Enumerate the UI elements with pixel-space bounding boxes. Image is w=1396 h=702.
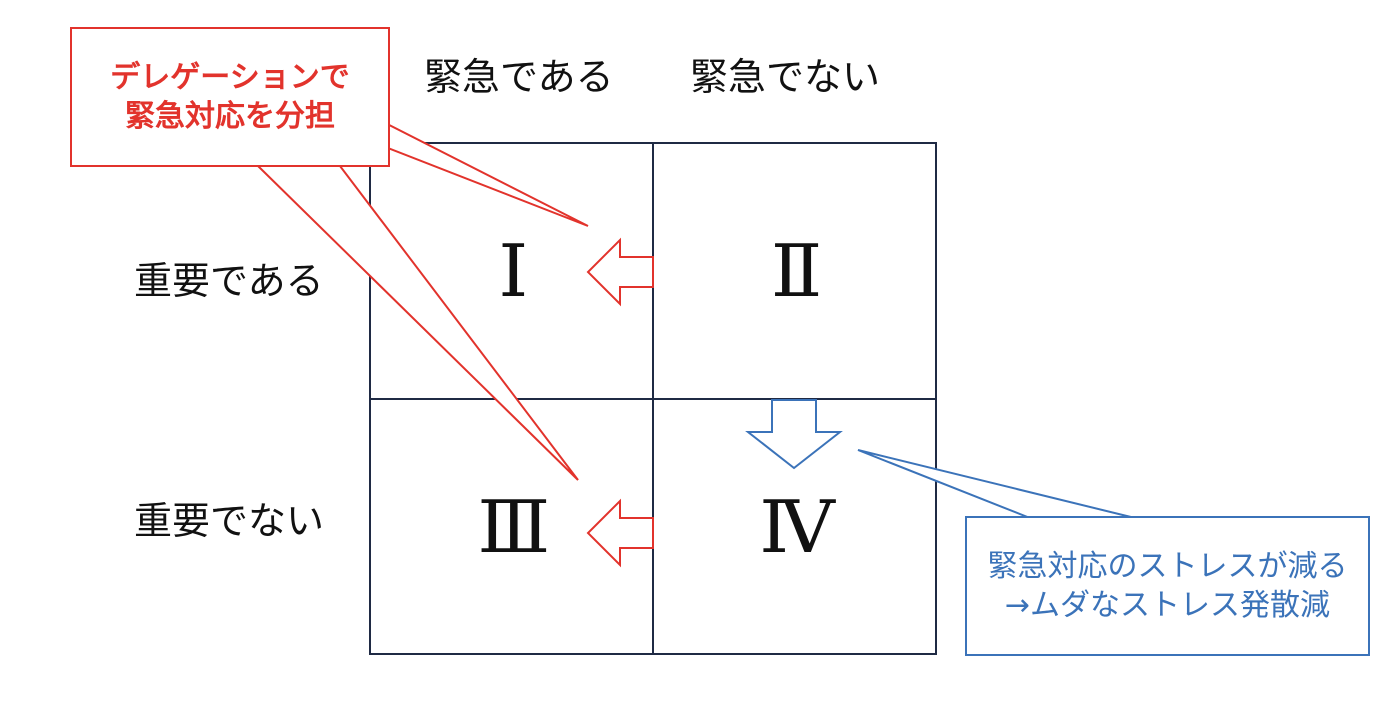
row-header-not-important: 重要でない	[134, 499, 325, 543]
quadrant-4-label: Ⅳ	[758, 484, 835, 569]
quadrant-2: Ⅱ	[652, 142, 937, 400]
quadrant-1: Ⅰ	[369, 142, 654, 400]
quadrant-4: Ⅳ	[652, 398, 937, 655]
quadrant-1-label: Ⅰ	[498, 229, 529, 313]
quadrant-2-label: Ⅱ	[770, 229, 822, 313]
quadrant-3-label: Ⅲ	[477, 484, 550, 569]
row-header-important: 重要である	[134, 259, 324, 303]
column-header-not-urgent: 緊急でない	[690, 55, 881, 99]
column-header-urgent: 緊急である	[424, 55, 614, 99]
stress-callout-line-1: 緊急対応のストレスが減る	[987, 549, 1348, 584]
quadrant-3: Ⅲ	[369, 398, 654, 655]
delegation-callout: デレゲーションで 緊急対応を分担	[70, 27, 390, 167]
stress-reduction-callout: 緊急対応のストレスが減る →ムダなストレス発散減	[965, 516, 1370, 656]
delegation-callout-line-1: デレゲーションで	[110, 60, 350, 95]
delegation-callout-line-2: 緊急対応を分担	[125, 99, 335, 134]
priority-matrix: Ⅰ Ⅱ Ⅲ Ⅳ	[369, 142, 937, 655]
stress-callout-line-2: →ムダなストレス発散減	[1004, 588, 1331, 623]
